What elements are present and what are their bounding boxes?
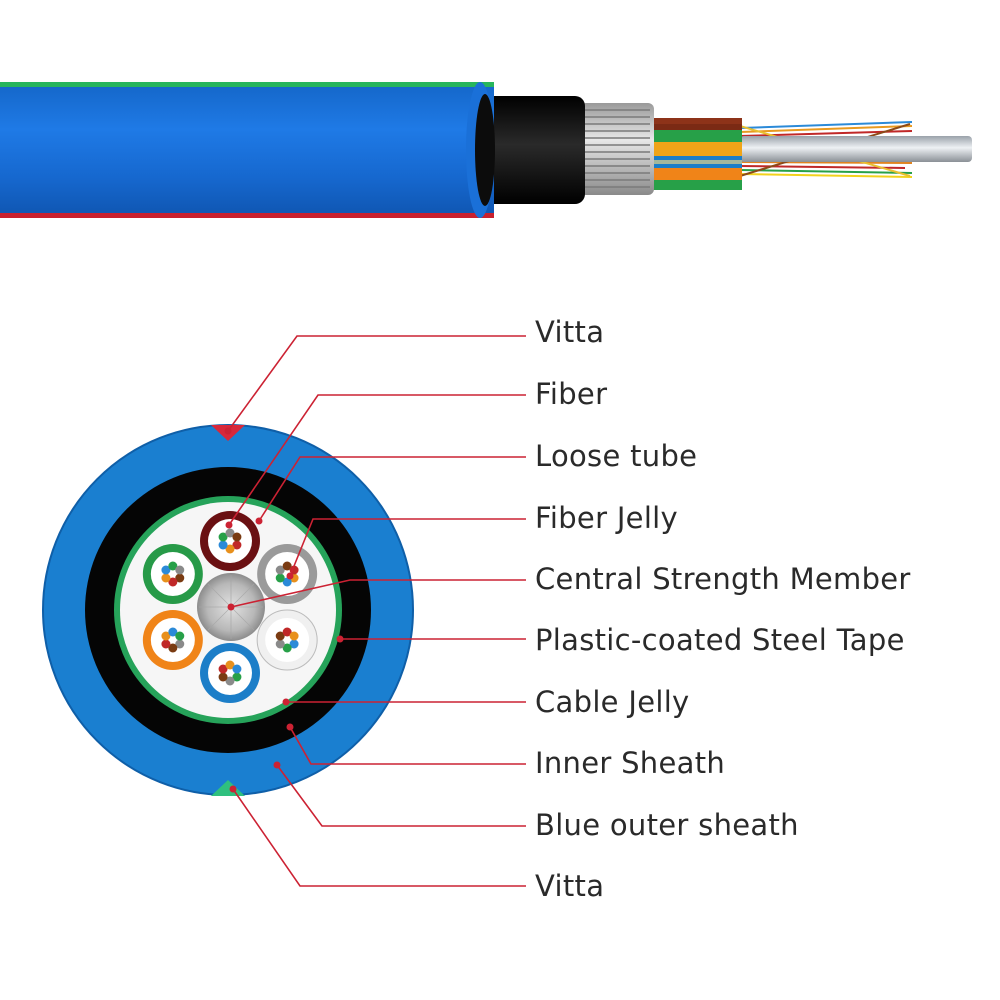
leader-fiber: [228, 394, 526, 526]
fiber-5-2: [168, 643, 178, 653]
fiber-1-4: [218, 532, 228, 542]
fiber-2-3: [275, 573, 285, 583]
fiber-3-1: [289, 639, 299, 649]
leader-central-strength-member: [230, 579, 526, 608]
leader-outer-sheath: [276, 764, 526, 827]
fiber-2-5: [282, 561, 292, 571]
fiber-jelly-1: [208, 519, 252, 563]
fiber-1-5: [225, 528, 235, 538]
vitta-stripe-bottom-side: [0, 213, 494, 218]
label-steel-tape: Plastic-coated Steel Tape: [535, 623, 905, 657]
fiber-4-3: [218, 672, 228, 682]
label-fiber: Fiber: [535, 377, 608, 411]
vitta-stripe-top-side: [0, 82, 494, 87]
fiber-1-2: [225, 544, 235, 554]
outer-sheath-side: [0, 82, 494, 218]
label-inner-sheath: Inner Sheath: [535, 746, 726, 780]
fiber-5-5: [168, 627, 178, 637]
fiber-6-2: [168, 577, 178, 587]
fiber-jelly-3: [265, 618, 310, 662]
fiber-6-1: [175, 573, 185, 583]
leader-loose-tube: [258, 456, 526, 522]
leader-vitta-bottom: [232, 788, 526, 887]
fiber-4-4: [218, 664, 228, 674]
fiber-4-2: [225, 676, 235, 686]
label-loose-tube: Loose tube: [535, 439, 698, 473]
leader-lines: [227, 335, 526, 887]
label-central-strength-member: Central Strength Member: [535, 562, 911, 596]
loose-tubes-cross: [142, 511, 318, 703]
leader-fiber-jelly: [289, 518, 526, 577]
cable-side-view: [0, 82, 972, 218]
fiber-2-4: [275, 565, 285, 575]
fiber-4-6: [232, 664, 242, 674]
fiber-6-6: [175, 565, 185, 575]
fiber-5-4: [161, 631, 171, 641]
steel-armour: [580, 103, 654, 195]
fiber-3-6: [289, 631, 299, 641]
fiber-3-4: [275, 631, 285, 641]
fiber-4-5: [225, 660, 235, 670]
steel-armour-corrugation: [584, 109, 650, 188]
fiber-3-5: [282, 627, 292, 637]
leader-dots: [224, 427, 344, 793]
fiber-2-2: [282, 577, 292, 587]
fiber-3-2: [282, 643, 292, 653]
fiber-jelly-6: [150, 552, 195, 596]
central-rod: [740, 136, 972, 162]
fiber-5-3: [161, 639, 171, 649]
inner-sheath-side: [475, 96, 585, 204]
leader-vitta-top: [227, 335, 526, 432]
fiber-5-1: [175, 639, 185, 649]
fiber-jelly-4: [208, 651, 252, 695]
fiber-6-5: [168, 561, 178, 571]
fiber-5-6: [175, 631, 185, 641]
label-vitta-top: Vitta: [535, 315, 605, 349]
label-fiber-jelly: Fiber Jelly: [535, 501, 678, 535]
loose-tubes-side: [652, 118, 742, 190]
fiber-1-1: [232, 540, 242, 550]
fiber-1-3: [218, 540, 228, 550]
vitta-bottom-marker: [211, 780, 245, 796]
label-cable-jelly: Cable Jelly: [535, 685, 690, 719]
fiber-6-4: [161, 565, 171, 575]
leader-inner-sheath: [289, 726, 526, 765]
label-outer-sheath: Blue outer sheath: [535, 808, 799, 842]
fiber-jelly-5: [150, 618, 195, 662]
label-vitta-bottom: Vitta: [535, 869, 605, 903]
fiber-3-3: [275, 639, 285, 649]
cable-cross-section: [42, 424, 414, 796]
fiber-1-6: [232, 532, 242, 542]
fiber-4-1: [232, 672, 242, 682]
fiber-6-3: [161, 573, 171, 583]
